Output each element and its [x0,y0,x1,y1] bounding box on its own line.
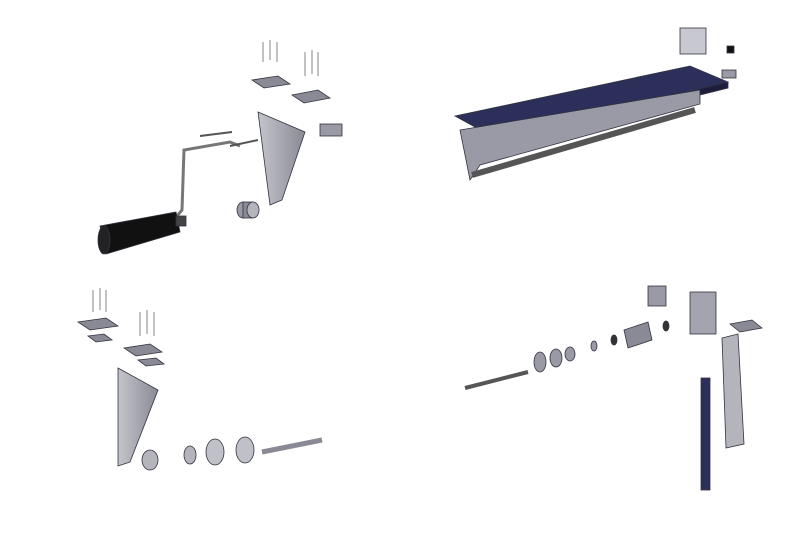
shaft [261,437,323,455]
vertical-post [700,377,711,491]
motor-block [319,123,343,137]
ring [662,320,670,332]
crank-rod [170,140,241,223]
conveyor-assembly-view [453,27,737,182]
crank-assembly-view [97,40,343,255]
mounting-plate [86,333,114,343]
small-cube [726,45,735,54]
small-bracket [647,285,667,307]
mounting-plate [122,343,164,357]
vertical-bracket [721,333,745,449]
triangle-bracket [257,111,306,206]
mounting-plate [76,317,120,331]
control-box [679,27,707,55]
mounting-plate [290,89,332,104]
mounting-plate [250,75,292,89]
bracket-wheel-assembly-view [76,288,323,471]
motor-cylinder [623,321,653,349]
black-roller [97,211,187,255]
mounting-plate [136,357,166,367]
bolts [92,288,155,336]
washers [199,131,259,147]
shaft-post-assembly-view [464,285,763,491]
wheel [236,201,260,219]
bolts-top [262,40,319,76]
mounting-plate [729,319,763,333]
wheels [141,436,255,471]
wheels [533,334,618,373]
lower-roller [471,107,696,178]
end-cap [721,69,737,79]
motor-box [689,291,717,335]
conveyor-frame [459,89,701,182]
triangle-bracket [117,367,159,467]
long-shaft [464,370,529,390]
